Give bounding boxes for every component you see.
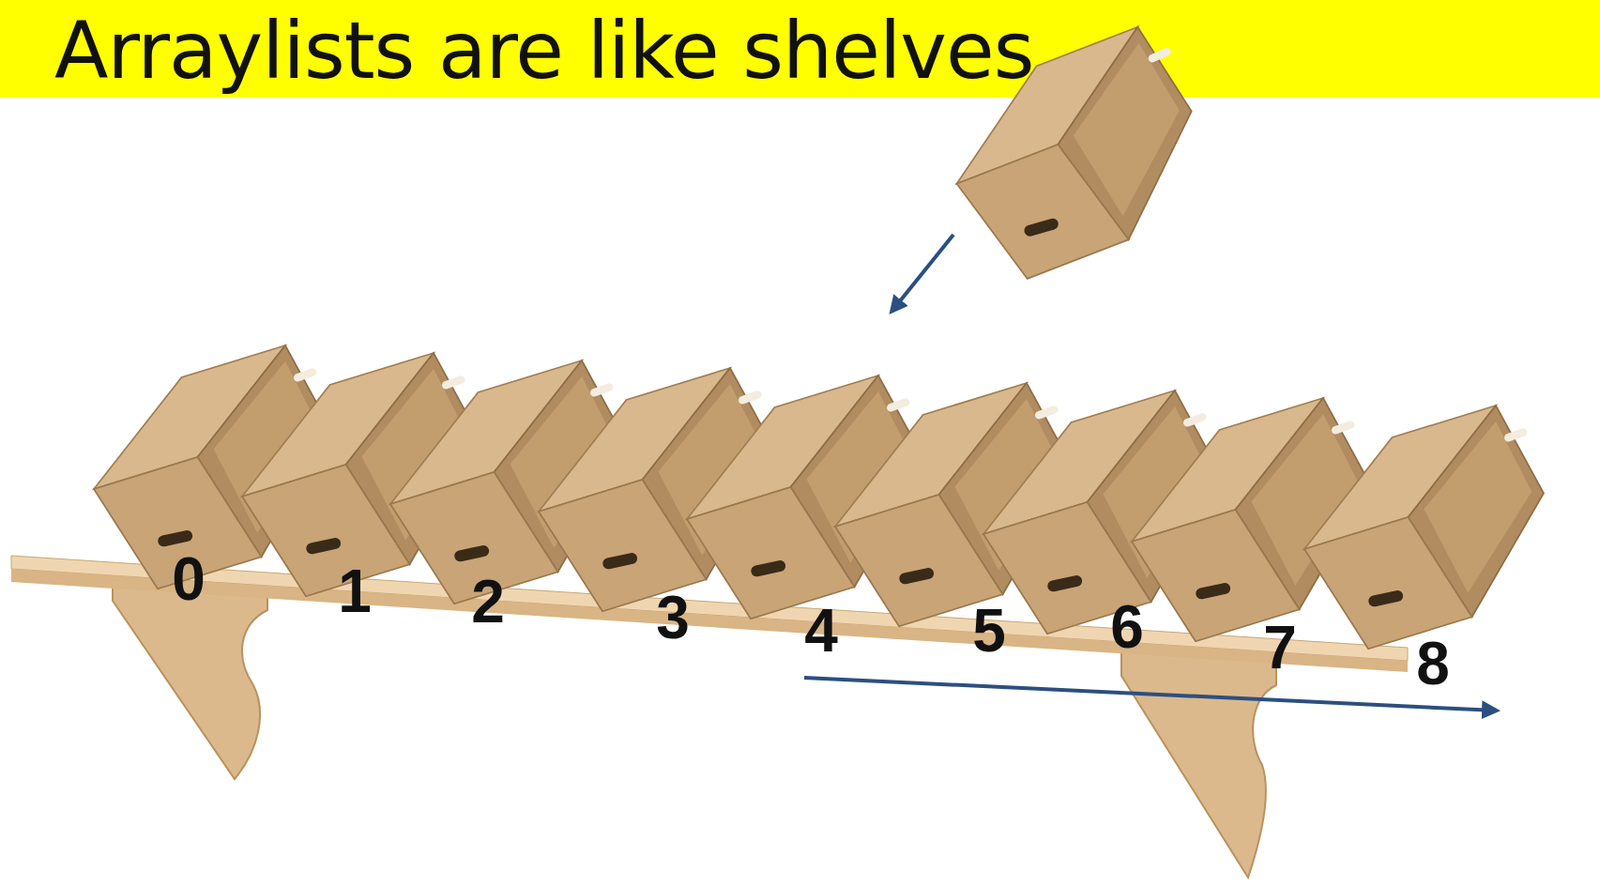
index-number: 1 <box>337 561 372 622</box>
title-banner <box>0 0 1600 98</box>
title: Arraylists are like shelves <box>54 3 1035 98</box>
insert-arrow <box>891 234 954 312</box>
index-number: 7 <box>1263 617 1297 678</box>
index-number: 3 <box>655 587 690 648</box>
shift-arrow <box>804 677 1497 711</box>
index-number: 5 <box>972 600 1006 661</box>
index-number: 8 <box>1416 633 1450 694</box>
index-number: 6 <box>1110 596 1144 657</box>
index-number: 0 <box>171 548 206 610</box>
index-number: 4 <box>804 600 839 661</box>
index-number: 2 <box>471 571 505 632</box>
